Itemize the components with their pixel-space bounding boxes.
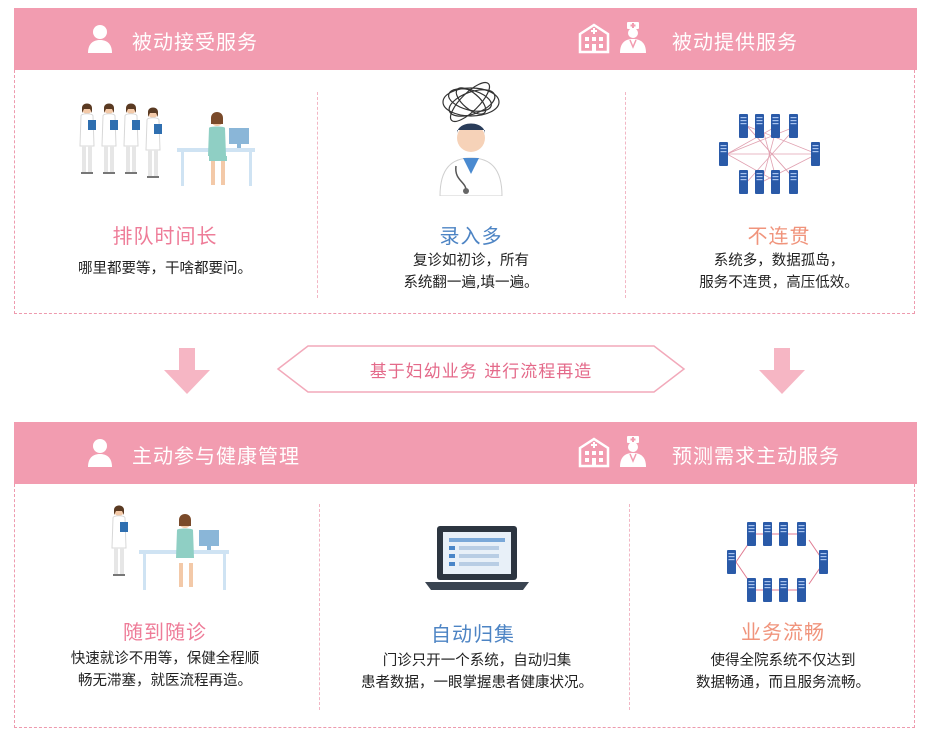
hospital-icon bbox=[578, 437, 610, 468]
doctor-icon bbox=[619, 21, 647, 54]
desc-line: 系统翻一遍,填一遍。 bbox=[403, 275, 539, 291]
desc-line: 使得全院系统不仅达到 bbox=[710, 653, 856, 669]
divider bbox=[625, 92, 626, 298]
bottom-column-title: 随到随诊 bbox=[123, 620, 207, 644]
top-column-title: 不连贯 bbox=[747, 224, 811, 248]
laptop-illustration bbox=[425, 526, 529, 590]
bottom-column-desc: 门诊只开一个系统，自动归集 患者数据，一眼掌握患者健康状况。 bbox=[327, 650, 627, 694]
desc-line: 数据畅通，而且服务流畅。 bbox=[696, 675, 870, 691]
desc-line: 门诊只开一个系统，自动归集 bbox=[382, 653, 572, 669]
divider bbox=[629, 504, 630, 710]
top-column-desc: 哪里都要等，干啥都要问。 bbox=[15, 258, 315, 280]
top-header-bar: 被动接受服务 被动提供服务 bbox=[14, 8, 917, 70]
desc-line: 快速就诊不用等，保健全程顺 bbox=[70, 651, 260, 667]
desc-line: 畅无滞塞，就医流程再造。 bbox=[78, 673, 252, 689]
top-column-title: 排队时间长 bbox=[112, 224, 218, 248]
divider bbox=[319, 504, 320, 710]
top-left-header: 被动接受服务 bbox=[132, 30, 258, 54]
bottom-header-bar: 主动参与健康管理 预测需求主动服务 bbox=[14, 422, 917, 484]
top-right-header: 被动提供服务 bbox=[672, 30, 798, 54]
bottom-content-box: 随到随诊 快速就诊不用等，保健全程顺 畅无滞塞，就医流程再造。 自动归集 门诊只… bbox=[14, 484, 915, 728]
down-arrow-icon bbox=[164, 348, 210, 394]
person-icon bbox=[88, 25, 112, 53]
hospital-icon bbox=[578, 23, 610, 54]
bottom-column-desc: 快速就诊不用等，保健全程顺 畅无滞塞，就医流程再造。 bbox=[15, 648, 315, 692]
tangled-servers-illustration bbox=[719, 114, 820, 194]
bottom-left-header: 主动参与健康管理 bbox=[132, 444, 300, 468]
top-content-box: 排队时间长 哪里都要等，干啥都要问。 录入多 bbox=[14, 70, 915, 314]
doctor-icon bbox=[619, 435, 647, 468]
bottom-right-header: 预测需求主动服务 bbox=[672, 444, 840, 468]
stressed-doctor-illustration bbox=[439, 81, 503, 196]
top-column-title: 录入多 bbox=[439, 224, 503, 248]
down-arrow-icon bbox=[759, 348, 805, 394]
banner-arrow-shape bbox=[276, 345, 686, 393]
bottom-column-desc: 使得全院系统不仅达到 数据畅通，而且服务流畅。 bbox=[633, 650, 933, 694]
bottom-panel: 主动参与健康管理 预测需求主动服务 随到随诊 快速就诊不用等，保健全程顺 畅无滞… bbox=[14, 422, 917, 728]
desc-line: 哪里都要等，干啥都要问。 bbox=[78, 261, 252, 277]
banner-text: 基于妇幼业务 进行流程再造 bbox=[369, 362, 593, 382]
patients-queue-illustration bbox=[79, 103, 255, 186]
top-panel: 被动接受服务 被动提供服务 排队时间长 bbox=[14, 8, 917, 314]
bottom-column-title: 自动归集 bbox=[431, 622, 515, 646]
desc-line: 系统多，数据孤岛， bbox=[713, 253, 845, 269]
top-column-desc: 复诊如初诊，所有 系统翻一遍,填一遍。 bbox=[321, 250, 621, 294]
divider bbox=[317, 92, 318, 298]
bottom-column-title: 业务流畅 bbox=[741, 620, 825, 644]
person-icon bbox=[88, 439, 112, 467]
connected-servers-illustration bbox=[727, 522, 828, 602]
desc-line: 服务不连贯，高压低效。 bbox=[699, 275, 859, 291]
desc-line: 复诊如初诊，所有 bbox=[413, 253, 529, 269]
patient-desk-illustration bbox=[111, 505, 229, 590]
desc-line: 患者数据，一眼掌握患者健康状况。 bbox=[361, 675, 593, 691]
top-column-desc: 系统多，数据孤岛， 服务不连贯，高压低效。 bbox=[629, 250, 929, 294]
